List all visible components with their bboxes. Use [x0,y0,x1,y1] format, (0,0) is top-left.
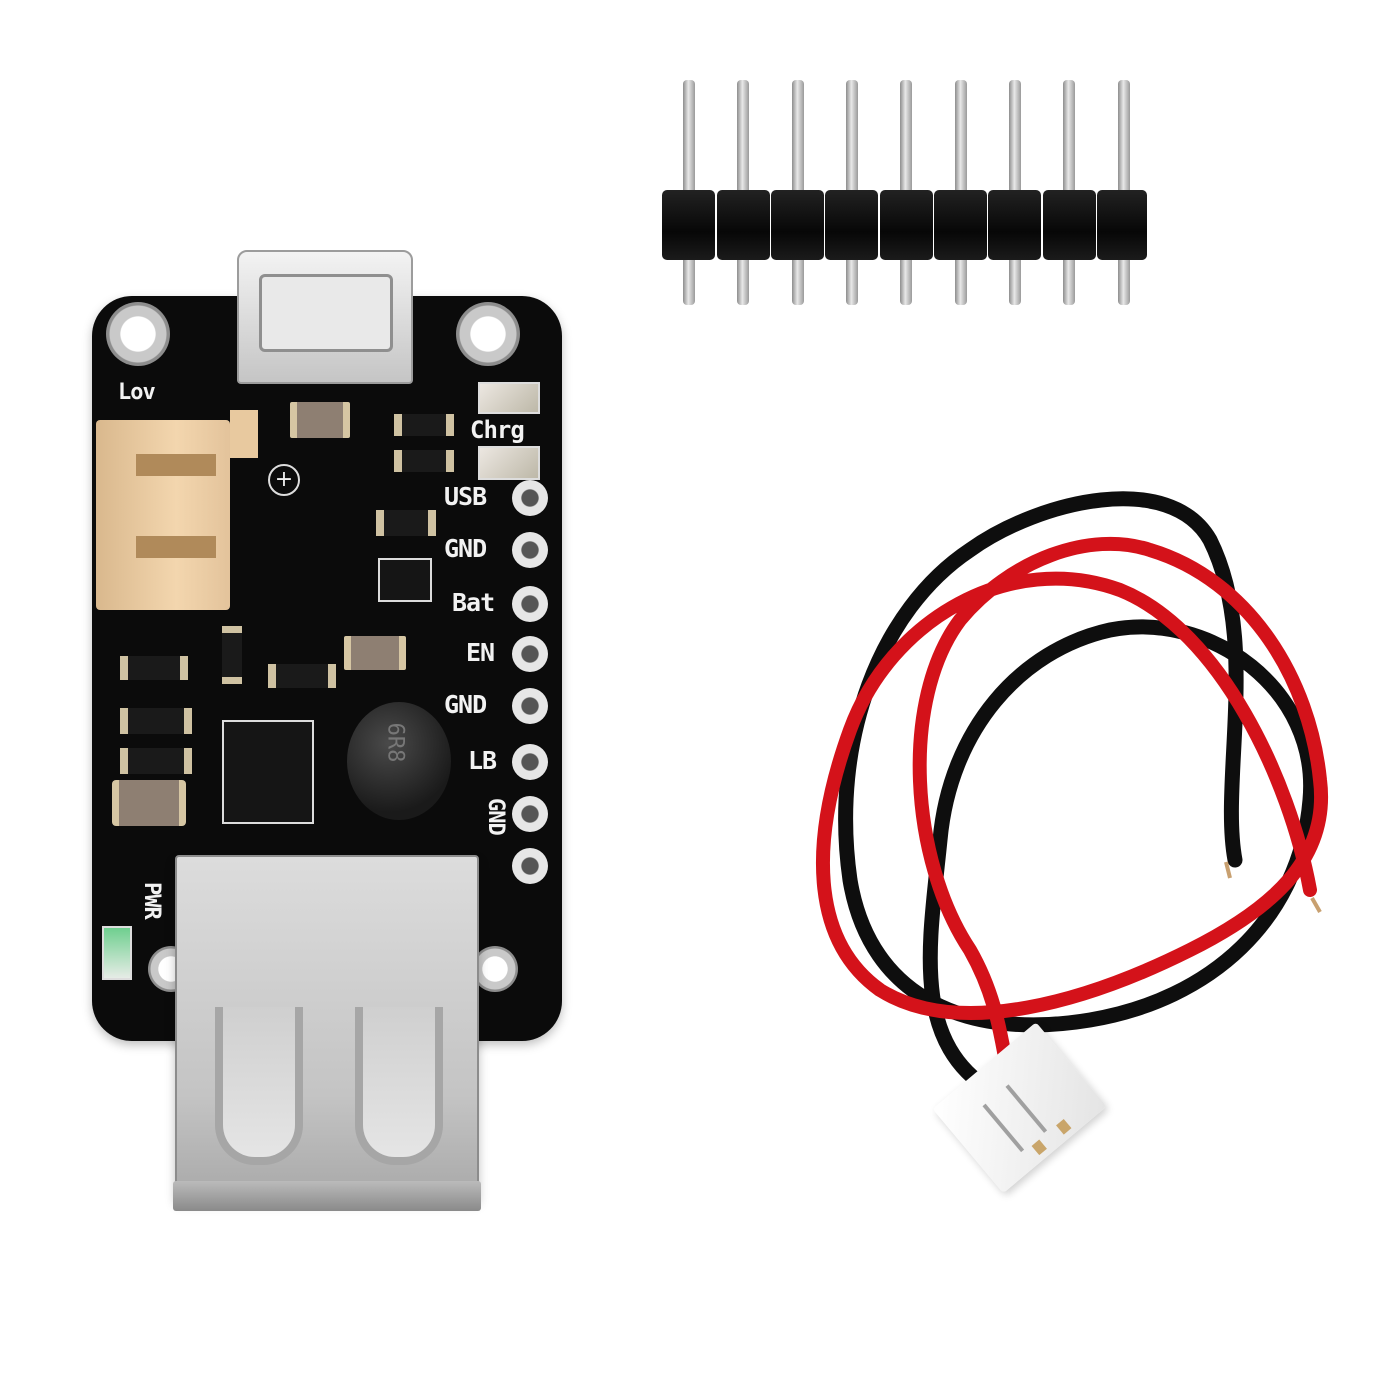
pin-label-gnd-2: GND [444,690,487,719]
polarity-mark: + [268,464,300,496]
pin-label-en: EN [466,638,495,667]
plug-rib [982,1103,1025,1153]
usb-a-receptacle [173,855,481,1211]
inductor-body [347,702,451,820]
pin-pad-gnd-2 [512,688,548,724]
usb-a-lip [173,1181,481,1211]
pin-pad-spare [512,848,548,884]
jst-slot [136,536,216,558]
jst-slot [136,454,216,476]
inductor-marking: 6R8 [382,722,408,763]
header-housing [988,190,1041,260]
pin-pad-lb [512,744,548,780]
resistor [376,510,436,536]
resistor [268,664,336,688]
pin-label-gnd: GND [444,534,487,563]
pin-pad-en [512,636,548,672]
resistor [120,748,192,774]
battery-connector-label: Lov [118,380,156,405]
resistor [394,414,454,436]
pin-label-lb: LB [468,746,497,775]
header-housing [825,190,878,260]
resistor [394,450,454,472]
pin-pad-bat [512,586,548,622]
jst-housing [96,420,230,610]
pin-label-bat: Bat [452,588,495,617]
pin-label-usb: USB [444,482,487,511]
header-housing [880,190,933,260]
led-done-indicator [478,446,540,480]
header-housing [1043,190,1096,260]
inductor: 6R8 [345,700,457,830]
header-housing [1097,190,1147,260]
led-charge-indicator [478,382,540,414]
plug-contact [1031,1139,1047,1156]
mounting-hole [456,302,520,366]
resistor [120,656,188,680]
pin-header-9 [658,80,1153,310]
header-housing [934,190,987,260]
plug-contact [1056,1118,1072,1135]
capacitor [112,780,186,826]
mounting-hole [106,302,170,366]
usb-a-spring-contact [215,1007,303,1165]
battery-jst-connector [96,400,266,615]
mounting-hole [472,946,518,992]
pin-pad-usb [512,480,548,516]
led-label-pwr: PWR [139,882,164,919]
capacitor [290,402,350,438]
capacitor [344,636,406,670]
header-housing [771,190,824,260]
usb-a-spring-contact [355,1007,443,1165]
jst-tab [230,410,258,458]
regulator-ic [378,558,432,602]
micro-usb-connector [237,250,413,384]
resistor [222,626,242,684]
led-power-indicator [102,926,132,980]
pin-pad-gnd-3 [512,796,548,832]
battery-cable [816,491,1329,1108]
micro-usb-slot [259,274,393,352]
boost-converter-ic [222,720,314,824]
header-housing [717,190,770,260]
resistor [120,708,192,734]
pin-pad-gnd [512,532,548,568]
led-label-chrg: Chrg [470,416,525,444]
pin-label-gnd-3: GND [483,798,508,835]
header-housing [662,190,715,260]
plug-rib [1005,1084,1048,1133]
